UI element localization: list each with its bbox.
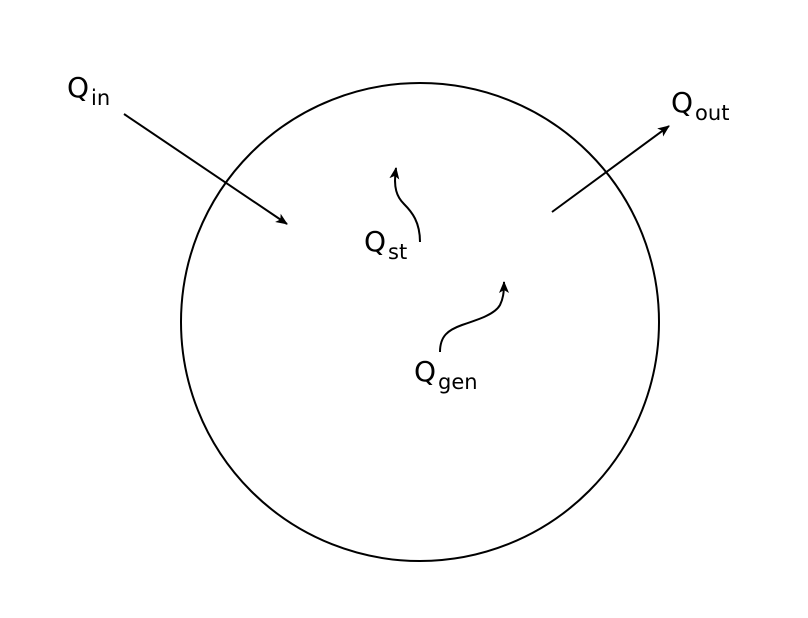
q-gen-label: Qgen (414, 355, 478, 394)
q-st-arrow (389, 167, 421, 243)
q-in-arrow (123, 113, 288, 225)
q-out-label: Qout (671, 86, 729, 125)
q-gen-arrow (439, 281, 509, 353)
control-volume-circle (180, 82, 660, 562)
q-st-label: Qst (364, 225, 407, 264)
q-out-arrow (551, 125, 670, 213)
q-in-label: Qin (67, 71, 110, 110)
